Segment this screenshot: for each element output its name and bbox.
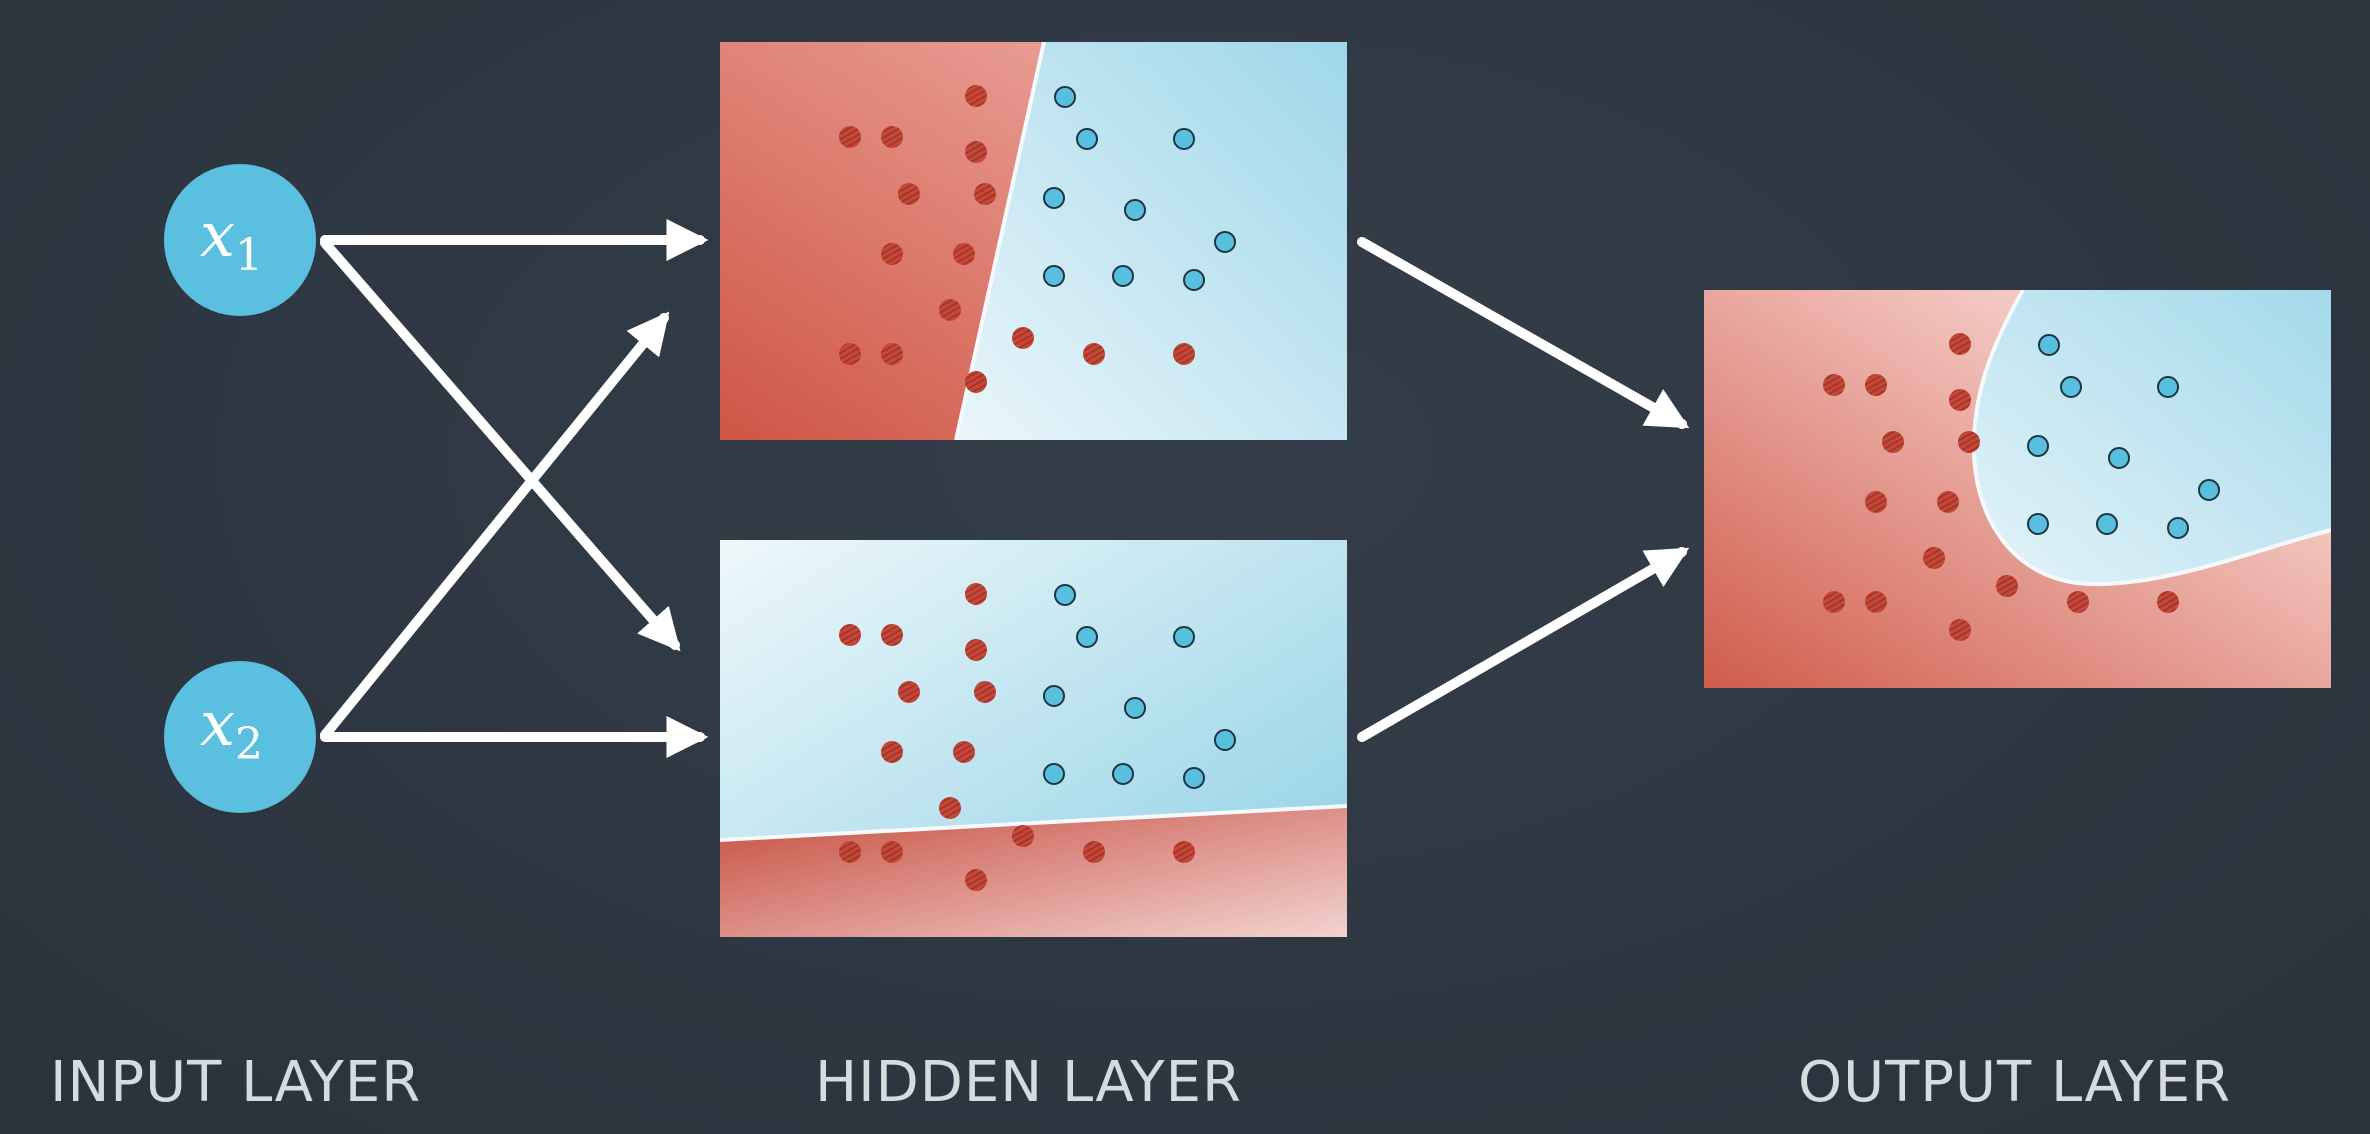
hidden-panel-1: [720, 42, 1347, 440]
hidden2-red-point: [965, 639, 987, 661]
output-red-point: [1937, 491, 1959, 513]
hidden1-blue-point: [1112, 265, 1134, 287]
input-node-x2-label: x2: [200, 687, 263, 770]
hidden1-red-point: [881, 126, 903, 148]
hidden1-red-point: [881, 343, 903, 365]
hidden1-red-point: [1083, 343, 1105, 365]
output-red-point: [1865, 591, 1887, 613]
hidden2-blue-point: [1173, 626, 1195, 648]
hidden1-red-point: [1173, 343, 1195, 365]
hidden1-red-point: [898, 183, 920, 205]
hidden2-red-point: [965, 869, 987, 891]
output-layer-label: OUTPUT LAYER: [1798, 1050, 2231, 1115]
hidden1-blue-point: [1124, 199, 1146, 221]
hidden1-red-point: [839, 126, 861, 148]
output-blue-point: [2060, 376, 2082, 398]
input-node-x1: x1: [164, 164, 316, 316]
hidden1-blue-point: [1054, 86, 1076, 108]
hidden1-blue-point: [1183, 269, 1205, 291]
output-red-point: [1949, 619, 1971, 641]
hidden2-red-point: [953, 741, 975, 763]
hidden2-red-point: [839, 841, 861, 863]
output-blue-point: [2108, 447, 2130, 469]
hidden2-blue-point: [1112, 763, 1134, 785]
hidden1-red-point: [839, 343, 861, 365]
output-panel: [1704, 290, 2331, 688]
hidden2-red-point: [1173, 841, 1195, 863]
output-blue-point: [2027, 435, 2049, 457]
output-red-point: [2067, 591, 2089, 613]
output-blue-point: [2198, 479, 2220, 501]
hidden2-red-point: [1083, 841, 1105, 863]
hidden2-blue-point: [1043, 685, 1065, 707]
hidden1-red-point: [965, 141, 987, 163]
hidden2-blue-point: [1054, 584, 1076, 606]
output-red-point: [1823, 374, 1845, 396]
output-red-point: [1958, 431, 1980, 453]
output-red-point: [1865, 491, 1887, 513]
output-blue-point: [2167, 517, 2189, 539]
output-blue-point: [2038, 334, 2060, 356]
hidden2-red-point: [881, 841, 903, 863]
hidden1-blue-point: [1173, 128, 1195, 150]
hidden1-red-point: [953, 243, 975, 265]
decision-boundary: [1971, 290, 2331, 587]
hidden-layer-label: HIDDEN LAYER: [815, 1050, 1242, 1115]
hidden2-blue-point: [1183, 767, 1205, 789]
hidden2-red-point: [939, 797, 961, 819]
output-red-point: [1823, 591, 1845, 613]
output-red-point: [1996, 575, 2018, 597]
input-layer-label: INPUT LAYER: [50, 1050, 422, 1115]
hidden1-blue-point: [1214, 231, 1236, 253]
hidden2-red-point: [1012, 825, 1034, 847]
hidden2-red-point: [881, 624, 903, 646]
output-blue-point: [2096, 513, 2118, 535]
output-blue-point: [2157, 376, 2179, 398]
output-red-point: [1949, 333, 1971, 355]
region-blue: [956, 42, 1347, 440]
hidden1-red-point: [965, 371, 987, 393]
hidden2-red-point: [898, 681, 920, 703]
hidden1-red-point: [881, 243, 903, 265]
hidden1-blue-point: [1076, 128, 1098, 150]
output-red-point: [2157, 591, 2179, 613]
output-red-point: [1923, 547, 1945, 569]
hidden2-red-point: [881, 741, 903, 763]
arrow-x1-to-hidden2: [320, 238, 681, 652]
hidden2-blue-point: [1214, 729, 1236, 751]
output-blue-point: [2027, 513, 2049, 535]
hidden1-red-point: [939, 299, 961, 321]
hidden2-red-point: [965, 583, 987, 605]
region-blue: [1973, 290, 2331, 585]
output-red-point: [1865, 374, 1887, 396]
hidden1-blue-point: [1043, 265, 1065, 287]
region-red: [720, 806, 1347, 937]
hidden-panel-2: [720, 540, 1347, 937]
input-node-x2: x2: [164, 661, 316, 813]
output-red-point: [1949, 389, 1971, 411]
hidden1-red-point: [965, 85, 987, 107]
input-node-x1-label: x1: [200, 198, 263, 281]
hidden2-blue-point: [1076, 626, 1098, 648]
arrow-hidden1-to-output: [1357, 237, 1690, 429]
output-red-point: [1882, 431, 1904, 453]
hidden2-red-point: [839, 624, 861, 646]
connection-arrows: [320, 219, 1690, 758]
hidden1-red-point: [974, 183, 996, 205]
arrow-x2-to-hidden1: [320, 311, 670, 740]
hidden2-blue-point: [1124, 697, 1146, 719]
hidden2-blue-point: [1043, 763, 1065, 785]
hidden1-blue-point: [1043, 187, 1065, 209]
decision-boundary: [720, 804, 1347, 842]
hidden2-red-point: [974, 681, 996, 703]
arrow-hidden2-to-output: [1357, 547, 1690, 742]
hidden1-red-point: [1012, 327, 1034, 349]
